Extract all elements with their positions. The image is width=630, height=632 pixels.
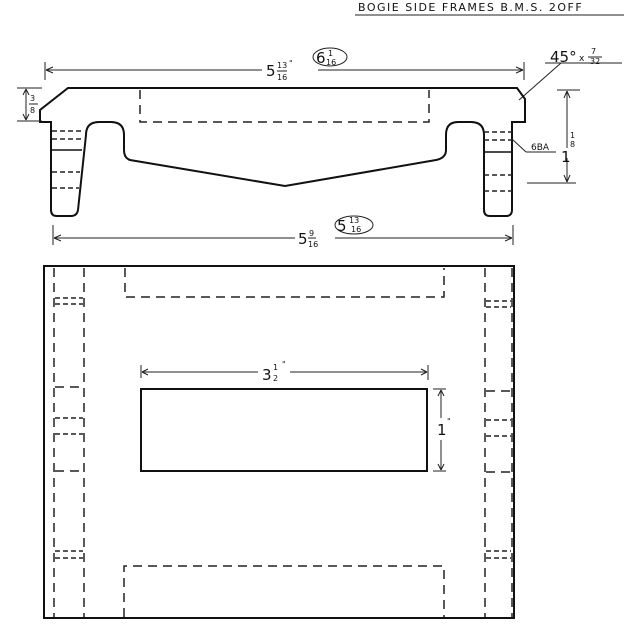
svg-text:45°: 45° [550,48,577,66]
dim-slot-width: 3 1 2 " [140,360,429,384]
svg-text:2: 2 [273,374,278,383]
svg-text:8: 8 [570,140,575,149]
svg-text:3: 3 [30,94,35,103]
svg-text:13: 13 [349,216,359,225]
svg-text:": " [289,59,293,68]
svg-text:1: 1 [328,49,333,58]
dim-flange-thickness: 3 8 [17,87,42,122]
svg-text:6BA: 6BA [531,143,550,153]
dim-top-length: 5 13 16 " 6 1 16 [44,47,525,82]
svg-text:1: 1 [570,131,575,140]
svg-text:16: 16 [277,73,287,82]
svg-text:1: 1 [437,421,447,439]
drawing-title: BOGIE SIDE FRAMES B.M.S. 2OFF [355,1,624,16]
svg-text:9: 9 [309,229,314,238]
svg-text:16: 16 [326,58,336,67]
svg-text:16: 16 [351,225,361,234]
svg-text:5: 5 [298,230,308,248]
side-frame-outline [39,87,526,217]
svg-text:BOGIE SIDE FRAMES B.M.S. 2OFF: BOGIE SIDE FRAMES B.M.S. 2OFF [358,1,583,14]
central-slot [140,388,428,472]
chamfer-note: 45° x 7 32 [518,47,622,101]
svg-text:8: 8 [30,106,35,115]
plan-view: 3 1 2 " 1 " [43,265,515,619]
hole-note: 6BA [511,138,556,153]
side-view: 5 13 16 " 6 1 16 45° x 7 32 [17,47,622,249]
plan-outline [43,265,515,619]
svg-text:32: 32 [590,57,600,66]
svg-text:7: 7 [591,47,596,56]
dim-bottom-length: 5 9 16 5 13 16 [52,215,514,249]
svg-text:6: 6 [316,49,326,67]
bottom-recess-hidden [123,565,445,617]
svg-text:x: x [579,54,585,64]
svg-text:16: 16 [308,240,318,249]
alt-dimension-circle [312,47,348,67]
svg-text:13: 13 [277,61,287,70]
svg-text:5: 5 [266,62,276,80]
svg-text:1: 1 [273,363,278,372]
svg-text:5: 5 [337,217,347,235]
hidden-slot-line [139,90,430,123]
svg-text:3: 3 [262,366,272,384]
svg-text:": " [282,360,286,369]
svg-text:1: 1 [561,148,571,166]
dim-slot-height: 1 " [433,388,451,472]
alt-dimension-circle [334,215,374,235]
dim-height: 1 1 8 [527,89,580,184]
top-recess-hidden [124,268,445,298]
svg-text:": " [447,417,451,426]
